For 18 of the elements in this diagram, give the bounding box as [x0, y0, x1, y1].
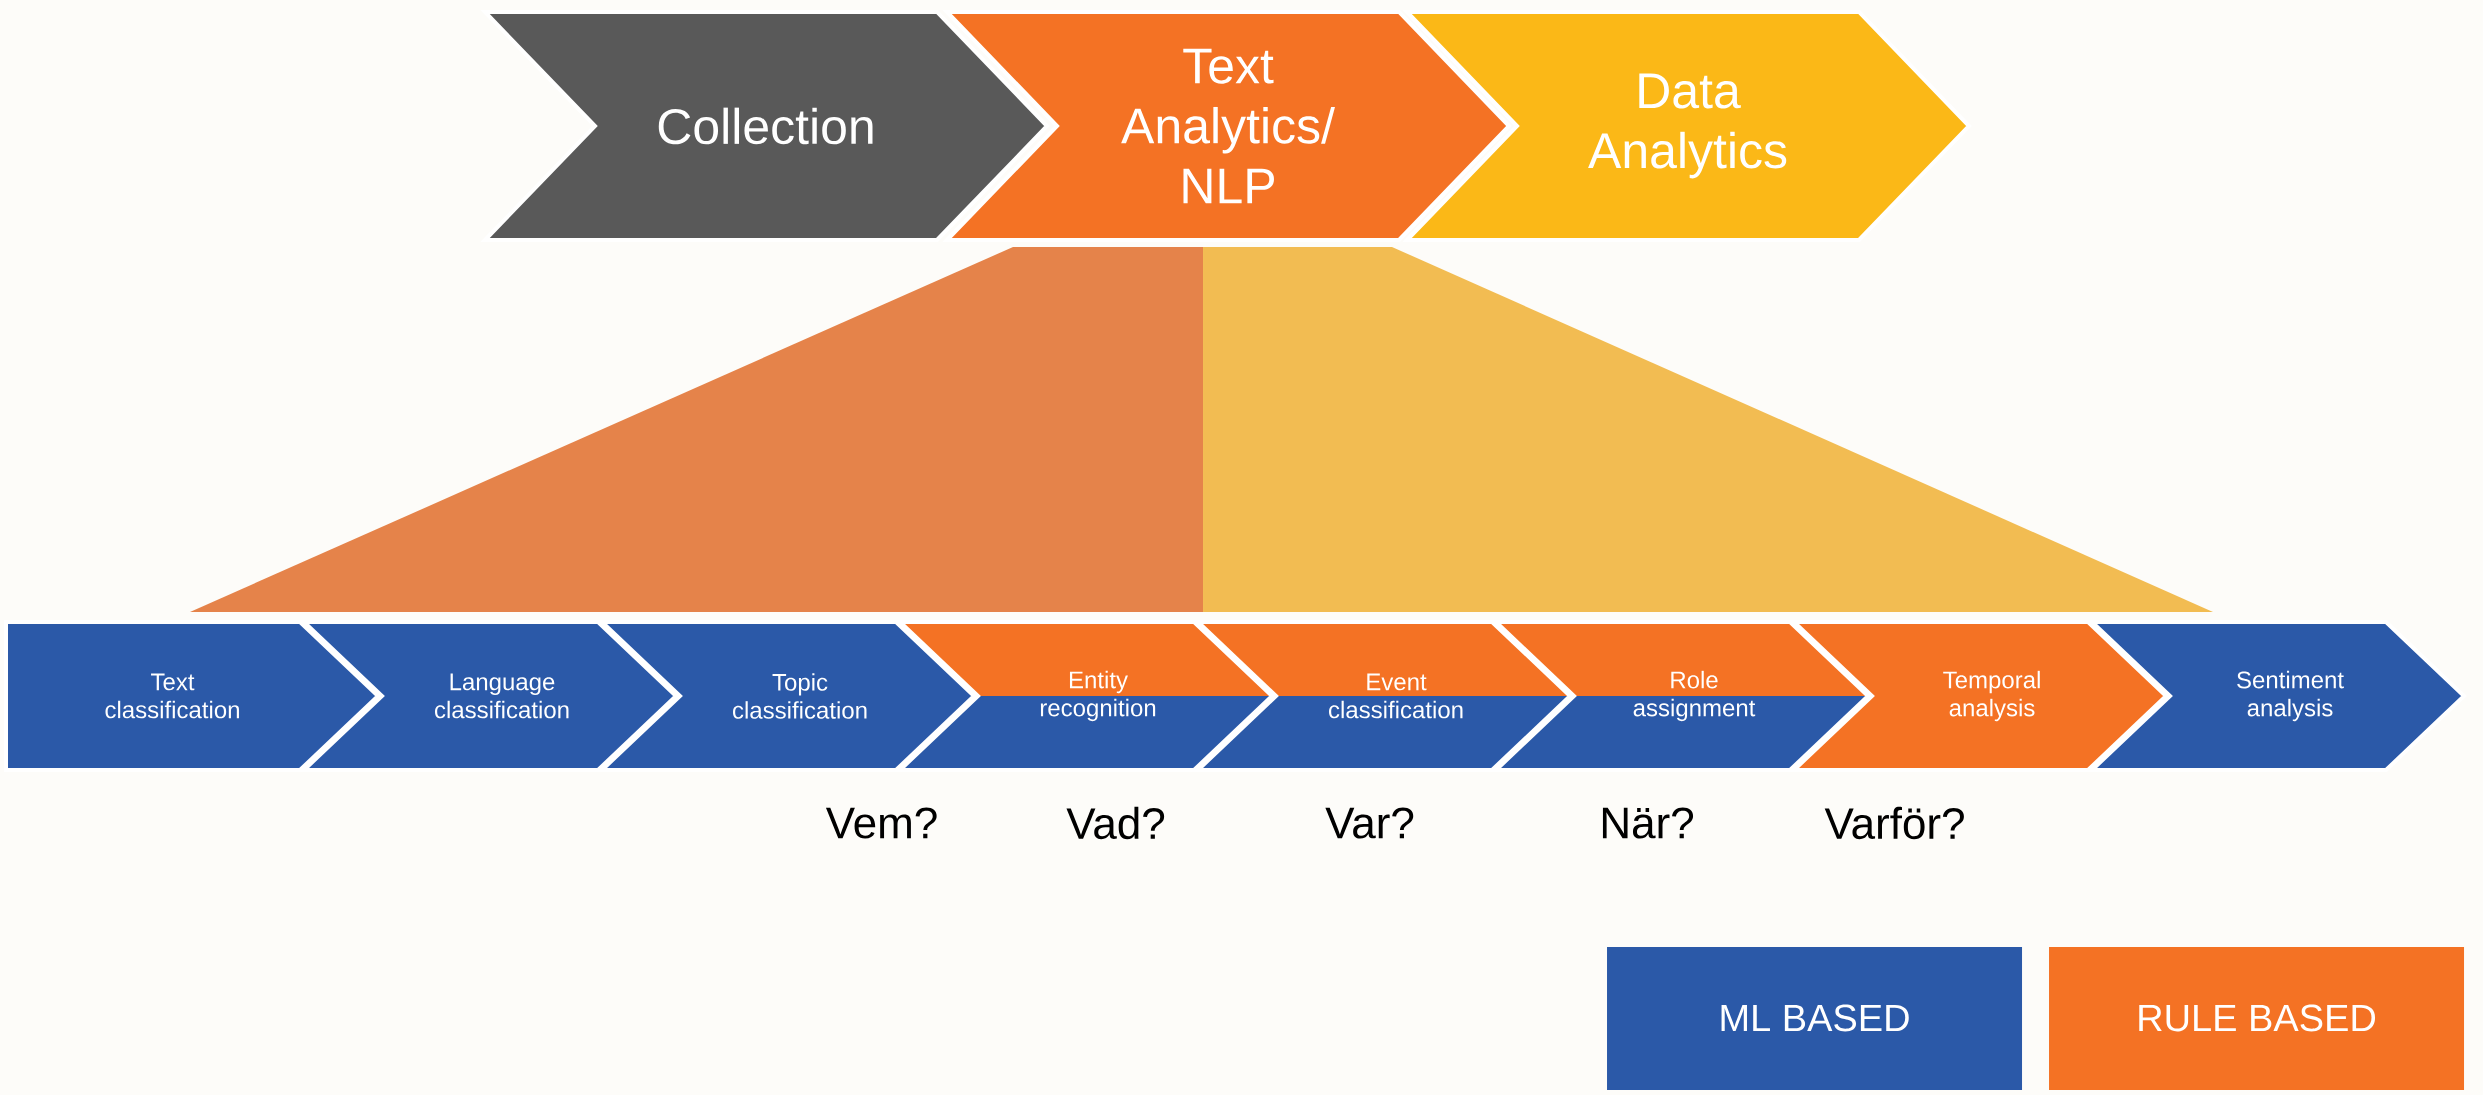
process-step: Role assignment [1491, 620, 1871, 772]
question-label: När? [1602, 807, 1694, 839]
process-step: Entity recognition [895, 620, 1275, 772]
process-step: Text Analytics/ NLP [942, 10, 1512, 242]
node-label: Role assignment [1633, 670, 1756, 722]
question-label: Vad? [1066, 806, 1165, 840]
process-step: Data Analytics [1402, 10, 1972, 242]
process-step: Temporal analysis [1789, 620, 2169, 772]
process-step: Sentiment analysis [2087, 620, 2467, 772]
question-label: Vem? [825, 807, 937, 839]
process-step: Event classification [1193, 620, 1573, 772]
process-step: Collection [480, 10, 1050, 242]
process-step: Topic classification [597, 620, 977, 772]
process-step: Language classification [299, 620, 679, 772]
question-label: Varför? [1824, 806, 1964, 840]
legend-label: ML BASED [1721, 1004, 1909, 1032]
legend-label: RULE BASED [2139, 1004, 2376, 1032]
question-label: Var? [1325, 807, 1414, 839]
